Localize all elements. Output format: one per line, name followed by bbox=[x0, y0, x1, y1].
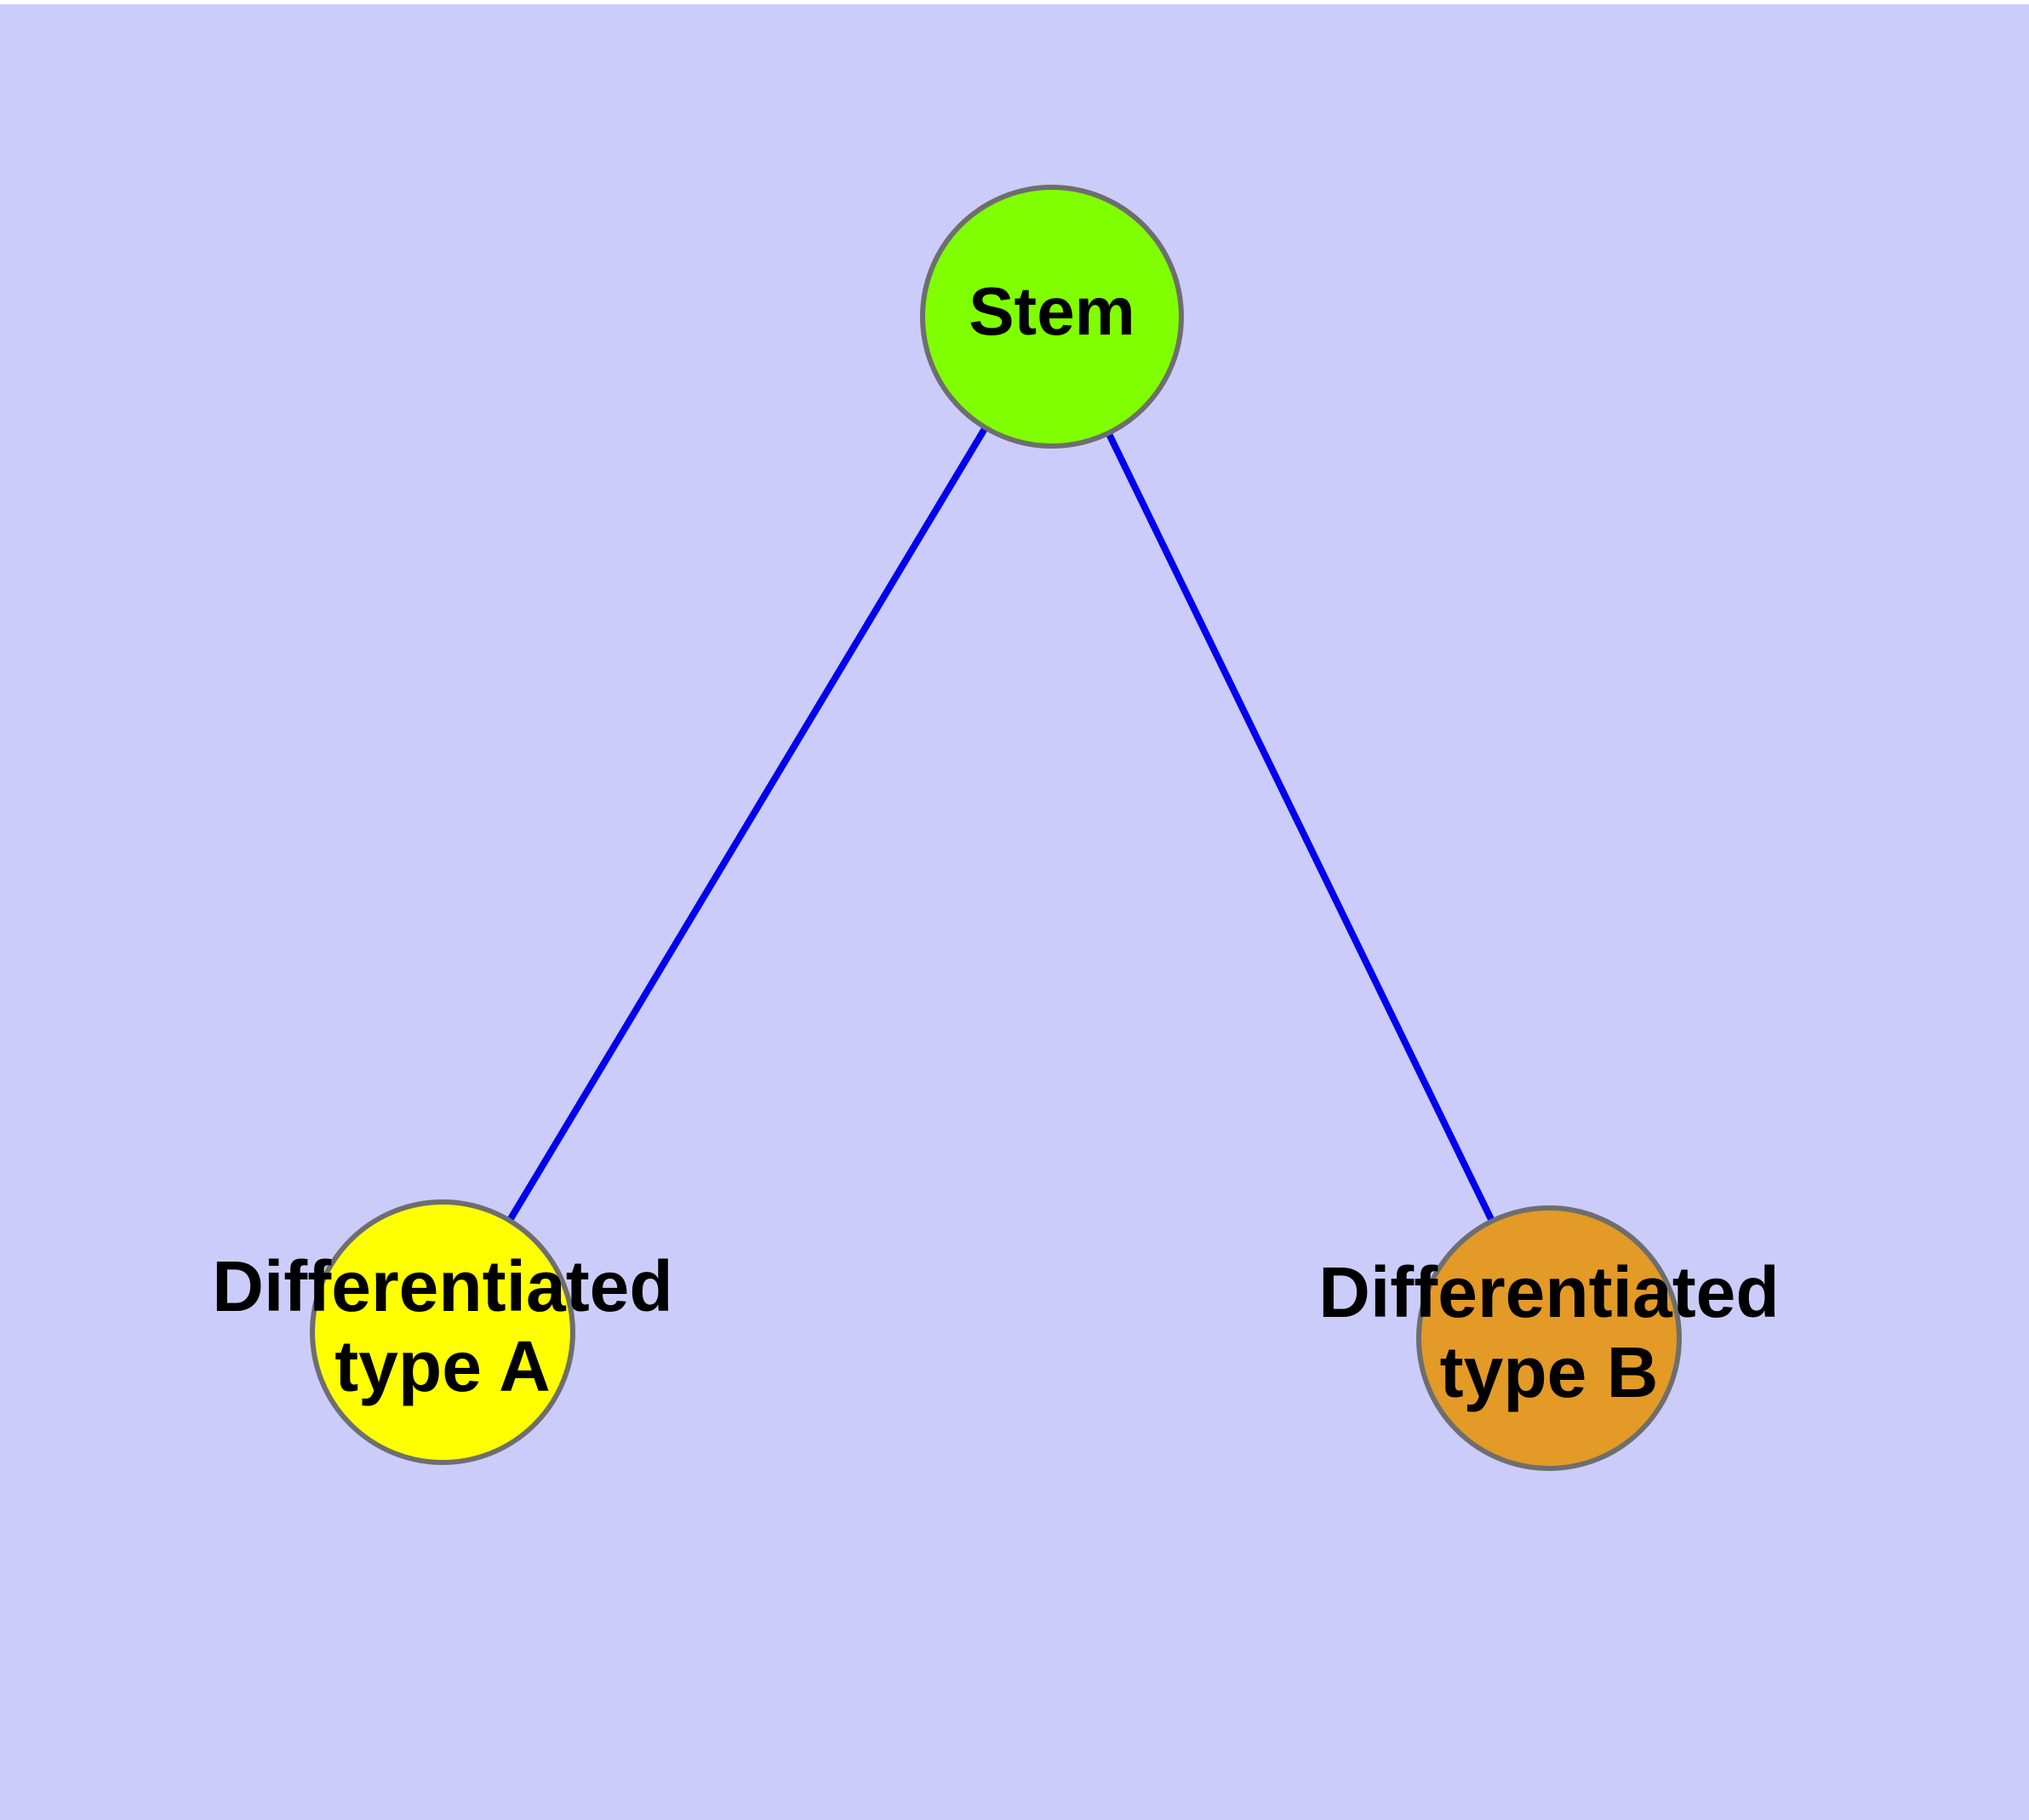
edge-layer bbox=[507, 426, 1495, 1222]
node-circle-stem[interactable] bbox=[920, 185, 1184, 449]
node-label-line: type A bbox=[334, 1326, 551, 1406]
edge-stem-to-differentiated-type-a[interactable] bbox=[507, 426, 988, 1222]
node-circle-differentiated-type-a[interactable] bbox=[310, 1199, 575, 1465]
node-label-line: Differentiated bbox=[212, 1246, 672, 1326]
node-circle-differentiated-type-b[interactable] bbox=[1416, 1205, 1682, 1471]
node-label-line: Stem bbox=[969, 273, 1135, 349]
node-label-stem: Stem bbox=[969, 273, 1135, 349]
node-layer bbox=[310, 185, 1682, 1471]
node-label-line: type B bbox=[1440, 1332, 1659, 1412]
edge-stem-to-differentiated-type-b[interactable] bbox=[1106, 432, 1495, 1222]
node-label-line: Differentiated bbox=[1318, 1252, 1779, 1332]
